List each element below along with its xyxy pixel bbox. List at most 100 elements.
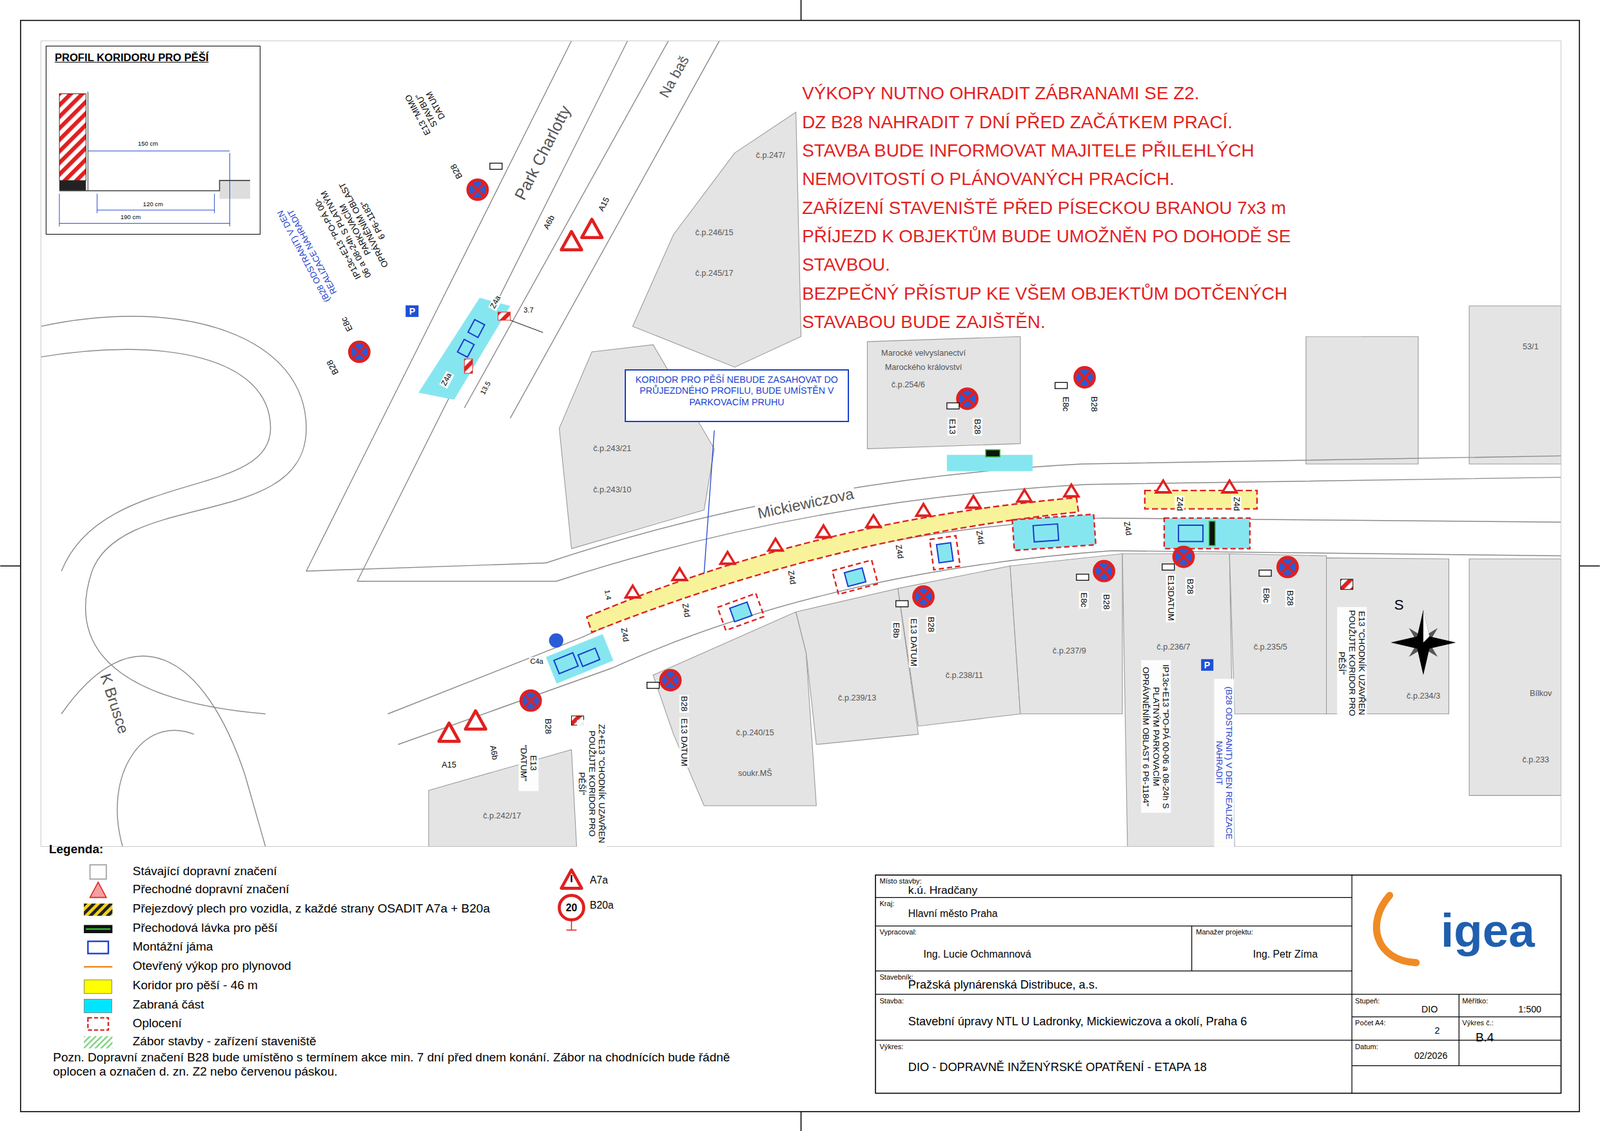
building-number: č.p.239/13 xyxy=(838,692,877,703)
building-number: č.p.233 xyxy=(1522,755,1550,766)
map-rect xyxy=(1340,579,1354,590)
map-g xyxy=(41,40,1562,847)
sign-code: E13 xyxy=(946,417,957,436)
legend-text: Přechodné dopravní značení xyxy=(132,882,290,897)
label-holder: Stavba: xyxy=(879,997,904,1006)
map-use xyxy=(1153,478,1172,494)
sign-note: E13 "CHODNÍK UZAVŘEN POUŽIJTE KORIDOR PR… xyxy=(1336,607,1367,720)
map-polygon xyxy=(1469,558,1561,796)
sign-code: E8c xyxy=(1060,395,1071,413)
note-text: PŘÍJEZD K OBJEKTŮM BUDE UMOŽNĚN PO DOHOD… xyxy=(801,222,1361,280)
label-holder: Z4d xyxy=(1175,495,1185,513)
label-holder: č.p.242/17 xyxy=(482,811,521,822)
note-block: VÝKOPY NUTNO OHRADIT ZÁBRANAMI SE Z2.DZ … xyxy=(801,79,1361,337)
map-polygon xyxy=(1010,553,1123,714)
label-holder: B.4 xyxy=(1475,1030,1495,1045)
map-path xyxy=(875,875,1561,1094)
map-use xyxy=(957,389,977,409)
field-value: Pražská plynárenská Distribuce, a.s. xyxy=(908,978,1098,993)
map-g xyxy=(832,560,879,595)
dimension: 190 cm xyxy=(119,214,142,222)
building-name: Marocké velvyslanectví xyxy=(881,348,966,358)
map-use xyxy=(1220,478,1239,494)
map-rect xyxy=(1209,521,1216,547)
map-rect xyxy=(1012,514,1096,551)
label-holder: č.p.236/7 xyxy=(1156,642,1191,652)
sign-code: E8c xyxy=(1078,591,1089,609)
label-holder: A6b xyxy=(540,212,557,233)
legend-text: Otevřený výkop pro plynovod xyxy=(132,959,292,974)
sign-code: E8c xyxy=(338,314,356,335)
label-holder: Legenda: xyxy=(48,842,104,857)
map-rect xyxy=(578,648,601,667)
field-value: k.ú. Hradčany xyxy=(908,883,978,897)
label-holder: B28 xyxy=(1101,593,1111,612)
legend-text: Montážní jáma xyxy=(132,939,214,955)
dimension: 13.5 xyxy=(478,378,494,398)
map-use xyxy=(766,536,785,552)
label-holder: C4a xyxy=(528,656,545,666)
legend-title: Legenda: xyxy=(48,842,104,857)
label-holder: č.p.237/9 xyxy=(1052,646,1087,657)
map-rect xyxy=(468,319,485,338)
profile-box: PROFIL KORIDORU PRO PĚŠÍ xyxy=(45,45,260,235)
legend-text: Přechodová lávka pro pěší xyxy=(132,921,278,936)
building-name: Bílkov xyxy=(1529,689,1552,699)
map-rect xyxy=(717,593,764,631)
map-rect xyxy=(219,180,251,199)
field-value: 2 xyxy=(1434,1025,1441,1036)
map-rect xyxy=(83,903,113,917)
map-path xyxy=(357,40,628,582)
label-holder: č.p.234/3 xyxy=(1406,691,1441,701)
label-holder: Vypracoval: xyxy=(879,928,917,937)
map-polygon xyxy=(867,336,1020,449)
label-holder: B28 xyxy=(972,417,983,436)
sign-code: A15 xyxy=(596,194,613,214)
map-rect xyxy=(929,535,960,570)
note-box: KORIDOR PRO PĚŠÍ NEBUDE ZASAHOVAT DO PRŮ… xyxy=(624,369,849,423)
map-polygon xyxy=(632,112,801,368)
map-path xyxy=(703,430,715,574)
map-rect xyxy=(41,40,1562,847)
map-use xyxy=(896,600,909,607)
label-holder: Mickiewiczova xyxy=(755,484,858,523)
label-holder: (B28 ODSTRANIT) V DEN REALIZACE NAHRADIT xyxy=(1214,678,1235,848)
building-number: č.p.247/ xyxy=(756,150,786,160)
field-label: Datum: xyxy=(1355,1043,1379,1052)
map-rect xyxy=(985,449,1000,458)
building-number: č.p.254/6 xyxy=(891,379,926,390)
label-holder: E8c xyxy=(1060,395,1071,413)
map-path xyxy=(510,320,544,333)
map-use xyxy=(660,670,681,690)
sign-code: B28 xyxy=(925,615,936,634)
map-path xyxy=(83,966,113,968)
map-path xyxy=(306,563,547,572)
label-holder: E13 "CHODNÍK UZAVŘEN POUŽIJTE KORIDOR PR… xyxy=(1336,607,1367,720)
sign-code: Z4d xyxy=(785,568,799,587)
legend-text: Zábor stavby - zařízení staveniště xyxy=(132,1034,317,1049)
field-label: Výkres č.: xyxy=(1462,1019,1494,1028)
map-path xyxy=(59,150,230,227)
label-holder: č.p.243/21 xyxy=(593,444,632,454)
map-polygon xyxy=(1229,553,1327,714)
label-holder: E8b xyxy=(890,621,901,640)
sign-note: Z2+E13 "CHODNÍK UZAVŘEN POUŽIJTE KORIDOR… xyxy=(576,720,607,848)
map-polygon xyxy=(428,749,577,847)
label-holder: Ing. Petr Zíma xyxy=(1253,948,1318,961)
dimension: 1.4 xyxy=(602,587,614,602)
legend-text: Přejezdový plech pro vozidla, z každé st… xyxy=(132,901,490,917)
label-holder: soukr.MŠ xyxy=(738,769,773,779)
box-text: KORIDOR PRO PĚŠÍ NEBUDE ZASAHOVAT DO PRŮ… xyxy=(629,374,844,408)
label-holder: E13 "DATUM" xyxy=(518,734,539,791)
building-number: č.p.240/15 xyxy=(736,727,775,738)
label-holder: 3.7 xyxy=(522,306,535,315)
sign-code: B28 xyxy=(1088,395,1099,414)
label-holder: Z4d xyxy=(1121,519,1134,538)
sign-code: B28 xyxy=(972,417,983,436)
map-polygon xyxy=(1423,609,1430,643)
note-text: Pozn. Dopravní značení B28 bude umístěno… xyxy=(52,1050,757,1080)
map-use xyxy=(1062,482,1081,499)
label-holder: IP13c+E13 "PO-PÁ 00-06 a 08-24h S PLATNÝ… xyxy=(1141,660,1171,813)
